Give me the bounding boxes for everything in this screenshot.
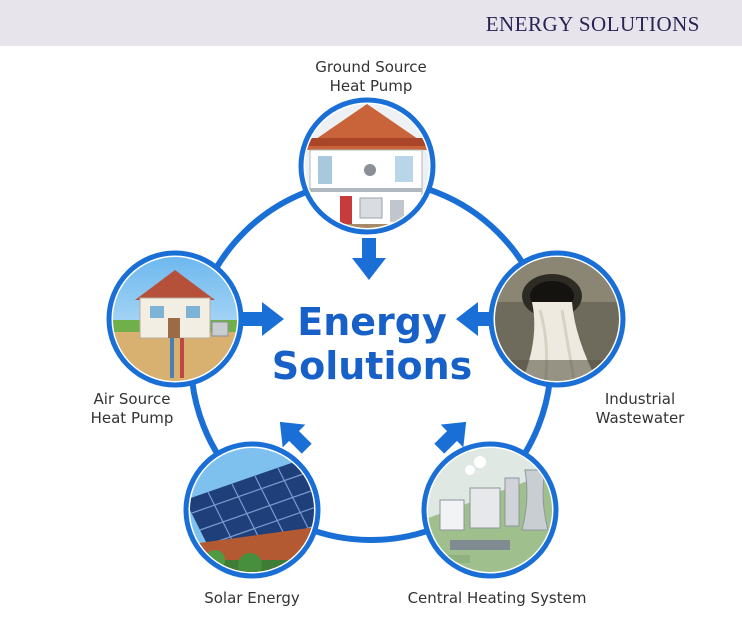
label-ground-source: Ground Source Heat Pump bbox=[286, 58, 456, 96]
industrial-wastewater-image bbox=[488, 250, 626, 388]
center-title-line2: Solutions bbox=[271, 344, 473, 388]
center-title: Energy Solutions bbox=[262, 300, 482, 388]
arrow-from-air-source bbox=[240, 302, 284, 336]
label-central-heating-line1: Central Heating System bbox=[407, 589, 587, 607]
label-air-source-line1: Air Source bbox=[93, 390, 171, 408]
solar-energy-image bbox=[183, 441, 321, 579]
arrow-from-ground-source bbox=[352, 238, 386, 280]
label-air-source-line2: Heat Pump bbox=[90, 409, 174, 427]
header-bar: ENERGY SOLUTIONS bbox=[0, 0, 742, 46]
arrow-from-solar bbox=[279, 421, 312, 454]
label-air-source: Air Source Heat Pump bbox=[72, 390, 192, 428]
label-industrial-line1: Industrial bbox=[604, 390, 676, 408]
arrow-from-central-heating bbox=[434, 421, 467, 454]
label-industrial: Industrial Wastewater bbox=[575, 390, 705, 428]
header-title: ENERGY SOLUTIONS bbox=[485, 12, 700, 36]
central-heating-system-image bbox=[421, 441, 559, 579]
label-central-heating: Central Heating System bbox=[402, 589, 592, 608]
center-title-line1: Energy bbox=[297, 300, 447, 344]
label-ground-source-line1: Ground Source bbox=[315, 58, 427, 76]
label-industrial-line2: Wastewater bbox=[595, 409, 685, 427]
label-solar: Solar Energy bbox=[182, 589, 322, 608]
ground-source-heat-pump-image bbox=[298, 97, 436, 235]
label-ground-source-line2: Heat Pump bbox=[329, 77, 413, 95]
label-solar-line1: Solar Energy bbox=[204, 589, 300, 607]
air-source-heat-pump-image bbox=[106, 250, 244, 388]
